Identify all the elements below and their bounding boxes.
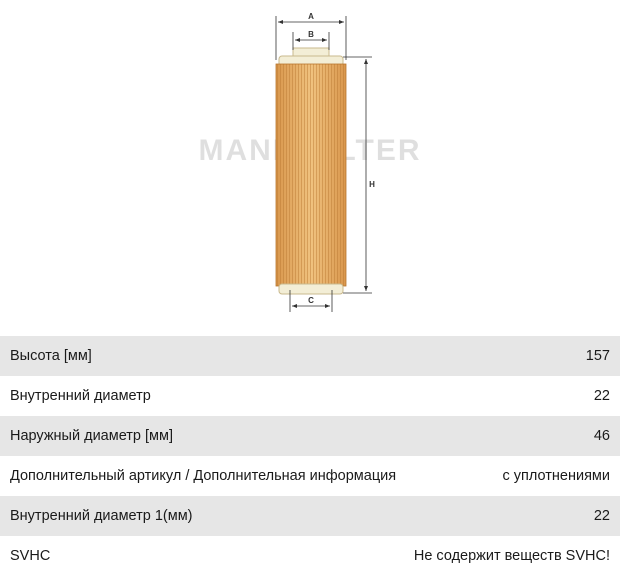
spec-row-inner-diameter-1: Внутренний диаметр 1(мм) 22 bbox=[0, 496, 620, 536]
dimension-h bbox=[343, 56, 372, 294]
filter-drawing: MANN FILTER A bbox=[198, 12, 420, 312]
spec-value: 22 bbox=[593, 388, 610, 404]
dimension-c-label: C bbox=[308, 296, 314, 305]
spec-row-inner-diameter: Внутренний диаметр 22 bbox=[0, 376, 620, 416]
dimension-b bbox=[292, 32, 330, 50]
spec-label: Внутренний диаметр 1(мм) bbox=[10, 508, 193, 524]
spec-value: Не содержит веществ SVHC! bbox=[413, 548, 610, 564]
filter-top-cap bbox=[278, 47, 344, 67]
spec-row-height: Высота [мм] 157 bbox=[0, 336, 620, 376]
dimension-b-label: B bbox=[308, 30, 314, 39]
spec-value: 46 bbox=[593, 428, 610, 444]
spec-value: с уплотнениями bbox=[502, 468, 611, 484]
filter-body bbox=[275, 63, 347, 287]
spec-value: 157 bbox=[585, 348, 610, 364]
spec-row-svhc: SVHC Не содержит веществ SVHC! bbox=[0, 536, 620, 576]
spec-value: 22 bbox=[593, 508, 610, 524]
spec-table: Высота [мм] 157 Внутренний диаметр 22 На… bbox=[0, 336, 620, 576]
dimension-c bbox=[289, 290, 333, 312]
filter-bottom-cap bbox=[278, 283, 344, 295]
dimension-a-label: A bbox=[308, 12, 314, 21]
spec-label: Высота [мм] bbox=[10, 348, 92, 364]
spec-row-additional-info: Дополнительный артикул / Дополнительная … bbox=[0, 456, 620, 496]
dimension-h-label: H bbox=[369, 180, 375, 189]
spec-label: Дополнительный артикул / Дополнительная … bbox=[10, 468, 397, 484]
spec-row-outer-diameter: Наружный диаметр [мм] 46 bbox=[0, 416, 620, 456]
spec-label: SVHC bbox=[10, 548, 51, 564]
spec-label: Наружный диаметр [мм] bbox=[10, 428, 174, 444]
filter-diagram: MANN FILTER A bbox=[198, 12, 420, 312]
dimension-a bbox=[275, 16, 347, 60]
spec-label: Внутренний диаметр bbox=[10, 388, 151, 404]
